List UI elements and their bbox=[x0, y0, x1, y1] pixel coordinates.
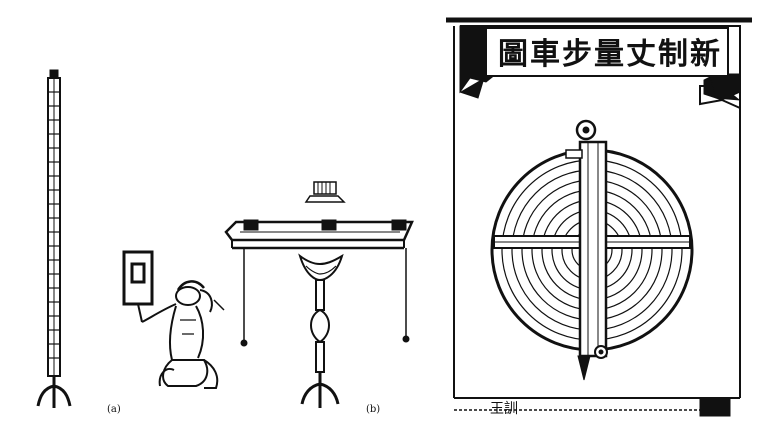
corner-mark: 王訓 bbox=[490, 401, 518, 417]
plate-title: 新制丈量步車圖 bbox=[498, 37, 722, 72]
panel-b-caption: (b) bbox=[366, 404, 381, 415]
plate-frame bbox=[446, 17, 752, 417]
panel-a-caption: (a) bbox=[107, 404, 121, 415]
leveling-instrument bbox=[224, 181, 414, 408]
reel-measuring-tape bbox=[490, 119, 694, 381]
measuring-staff bbox=[36, 69, 72, 408]
surveyor-figure bbox=[122, 250, 225, 389]
